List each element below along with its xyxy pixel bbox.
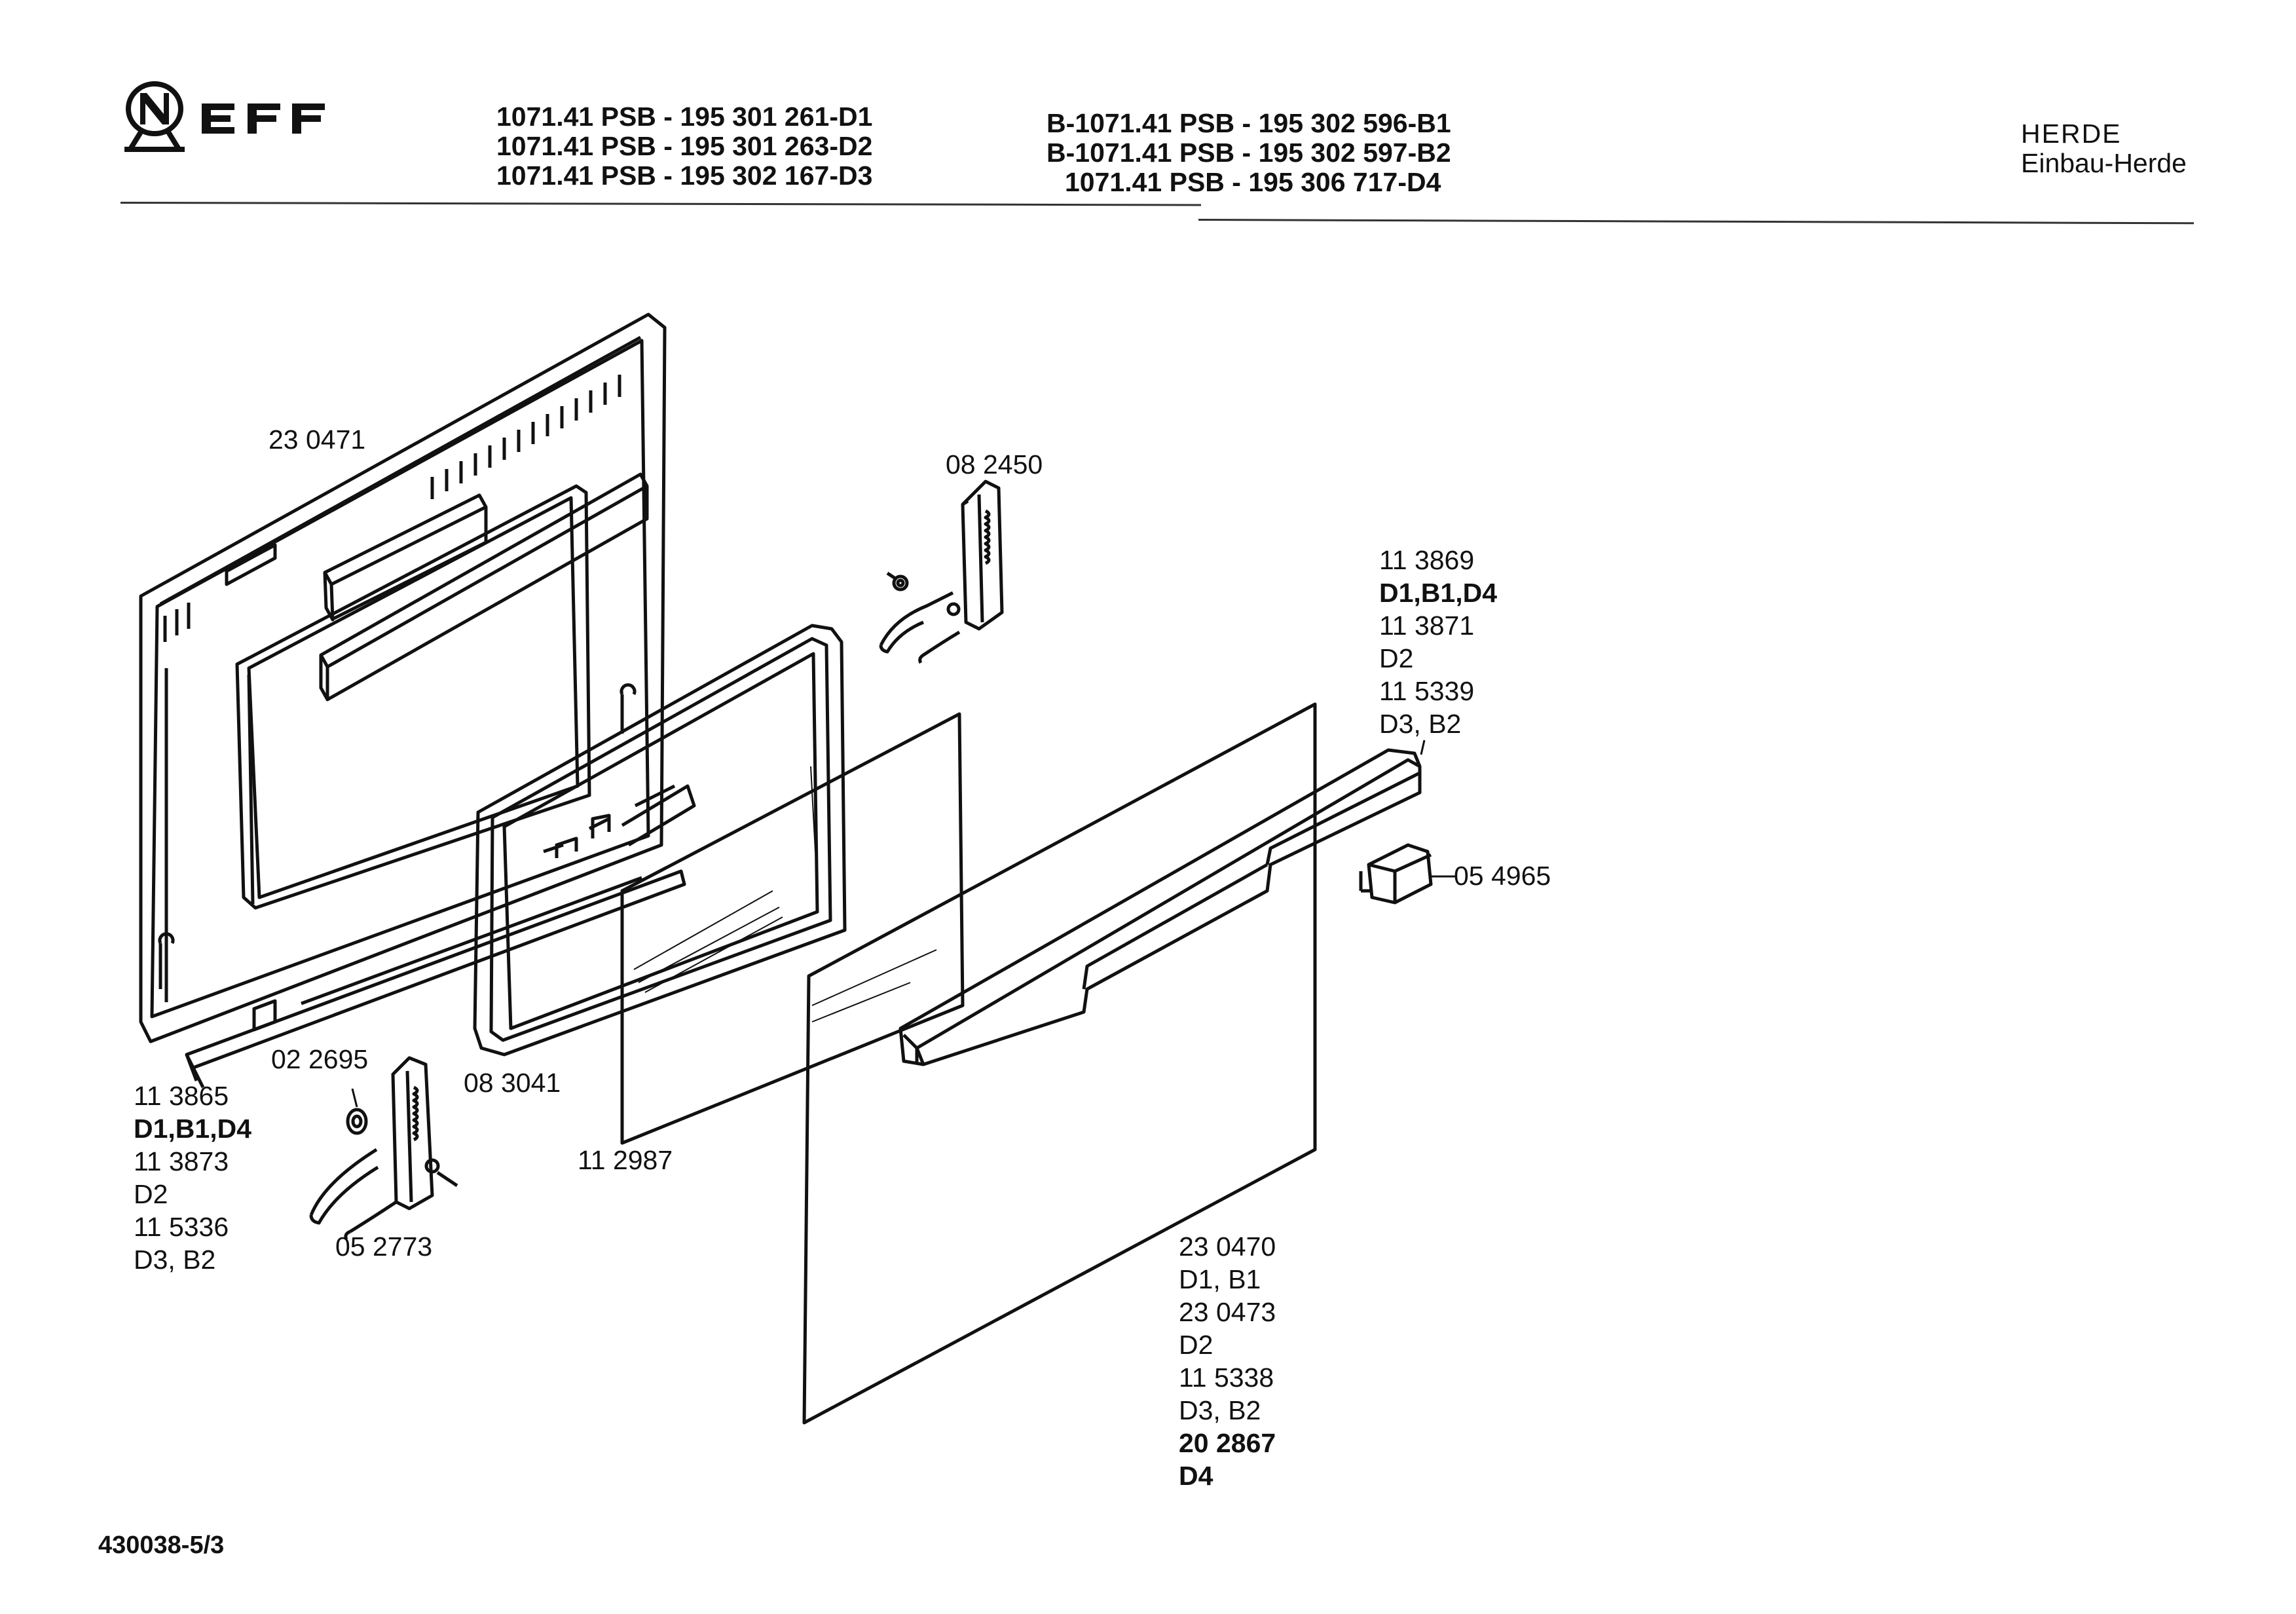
model-line: 1071.41 PSB - 195 302 167-D3	[496, 160, 873, 191]
variant-code: D2	[134, 1179, 168, 1209]
label-outer-door: 23 0470 D1, B1 23 0473 D2 11 5338 D3, B2…	[1179, 1230, 1276, 1492]
variant-code: D2	[1379, 643, 1414, 673]
hinge-lower	[311, 1058, 457, 1239]
model-line: B-1071.41 PSB - 195 302 596-B1	[1046, 108, 1451, 138]
label-handle-profile: 11 3869 D1,B1,D4 11 3871 D2 11 5339 D3, …	[1379, 544, 1497, 740]
model-list-left: 1071.41 PSB - 195 301 261-D1 1071.41 PSB…	[496, 102, 872, 191]
leader-line	[1421, 740, 1424, 755]
leader-line	[352, 1089, 357, 1107]
door-handle-profile	[900, 750, 1420, 1064]
label-hinge-upper: 08 2450	[946, 449, 1043, 479]
model-line: B-1071.41 PSB - 195 302 597-B2	[1046, 138, 1451, 168]
variant-code: D4	[1179, 1461, 1213, 1491]
part-number: 11 3869	[1379, 545, 1475, 575]
variant-code: D1,B1,D4	[1379, 578, 1498, 608]
part-number: 11 3871	[1379, 610, 1475, 641]
inner-door-frame	[141, 314, 694, 1087]
part-number: 11 5338	[1179, 1362, 1274, 1393]
part-number: 23 0473	[1179, 1297, 1276, 1327]
variant-code: D3, B2	[134, 1245, 216, 1275]
drawing-number: 430038-5/3	[98, 1531, 225, 1559]
variant-code: D3, B2	[1179, 1395, 1261, 1425]
part-number: 11 3865	[134, 1081, 229, 1111]
model-line: 1071.41 PSB - 195 301 261-D1	[496, 102, 873, 132]
model-list-right: B-1071.41 PSB - 195 302 596-B1 B-1071.41…	[1046, 109, 1451, 197]
variant-code: D1,B1,D4	[134, 1114, 252, 1144]
outer-door-panel	[804, 704, 1315, 1423]
label-left-bracket: 11 3865 D1,B1,D4 11 3873 D2 11 5336 D3, …	[134, 1079, 251, 1276]
part-number: 11 5339	[1379, 676, 1475, 706]
neff-logo	[124, 81, 325, 152]
label-glass-pane: 11 2987	[578, 1145, 673, 1175]
part-number: 11 3873	[134, 1146, 229, 1176]
label-glass-frame: 08 3041	[464, 1068, 561, 1098]
part-number: 11 5336	[134, 1212, 229, 1242]
model-line: 1071.41 PSB - 195 301 263-D2	[496, 131, 873, 161]
glass-pane	[622, 714, 963, 1143]
part-number: 20 2867	[1179, 1428, 1276, 1458]
hinge-upper	[881, 481, 1002, 663]
label-end-cap: 05 4965	[1454, 861, 1551, 891]
label-inner-frame: 23 0471	[268, 424, 366, 455]
category-block: HERDE Einbau-Herde	[2021, 119, 2187, 178]
variant-code: D2	[1179, 1330, 1213, 1360]
label-washer: 02 2695	[271, 1044, 369, 1074]
handle-end-cap	[1361, 845, 1431, 903]
subcategory: Einbau-Herde	[2021, 148, 2187, 178]
variant-code: D3, B2	[1379, 709, 1462, 739]
variant-code: D1, B1	[1179, 1264, 1261, 1294]
model-line: 1071.41 PSB - 195 306 717-D4	[1065, 167, 1441, 197]
part-number: 23 0470	[1179, 1231, 1276, 1262]
washer	[348, 1110, 366, 1133]
label-hinge-lower: 05 2773	[335, 1231, 433, 1262]
glass-frame-gasket	[475, 626, 845, 1055]
category: HERDE	[2021, 119, 2122, 149]
